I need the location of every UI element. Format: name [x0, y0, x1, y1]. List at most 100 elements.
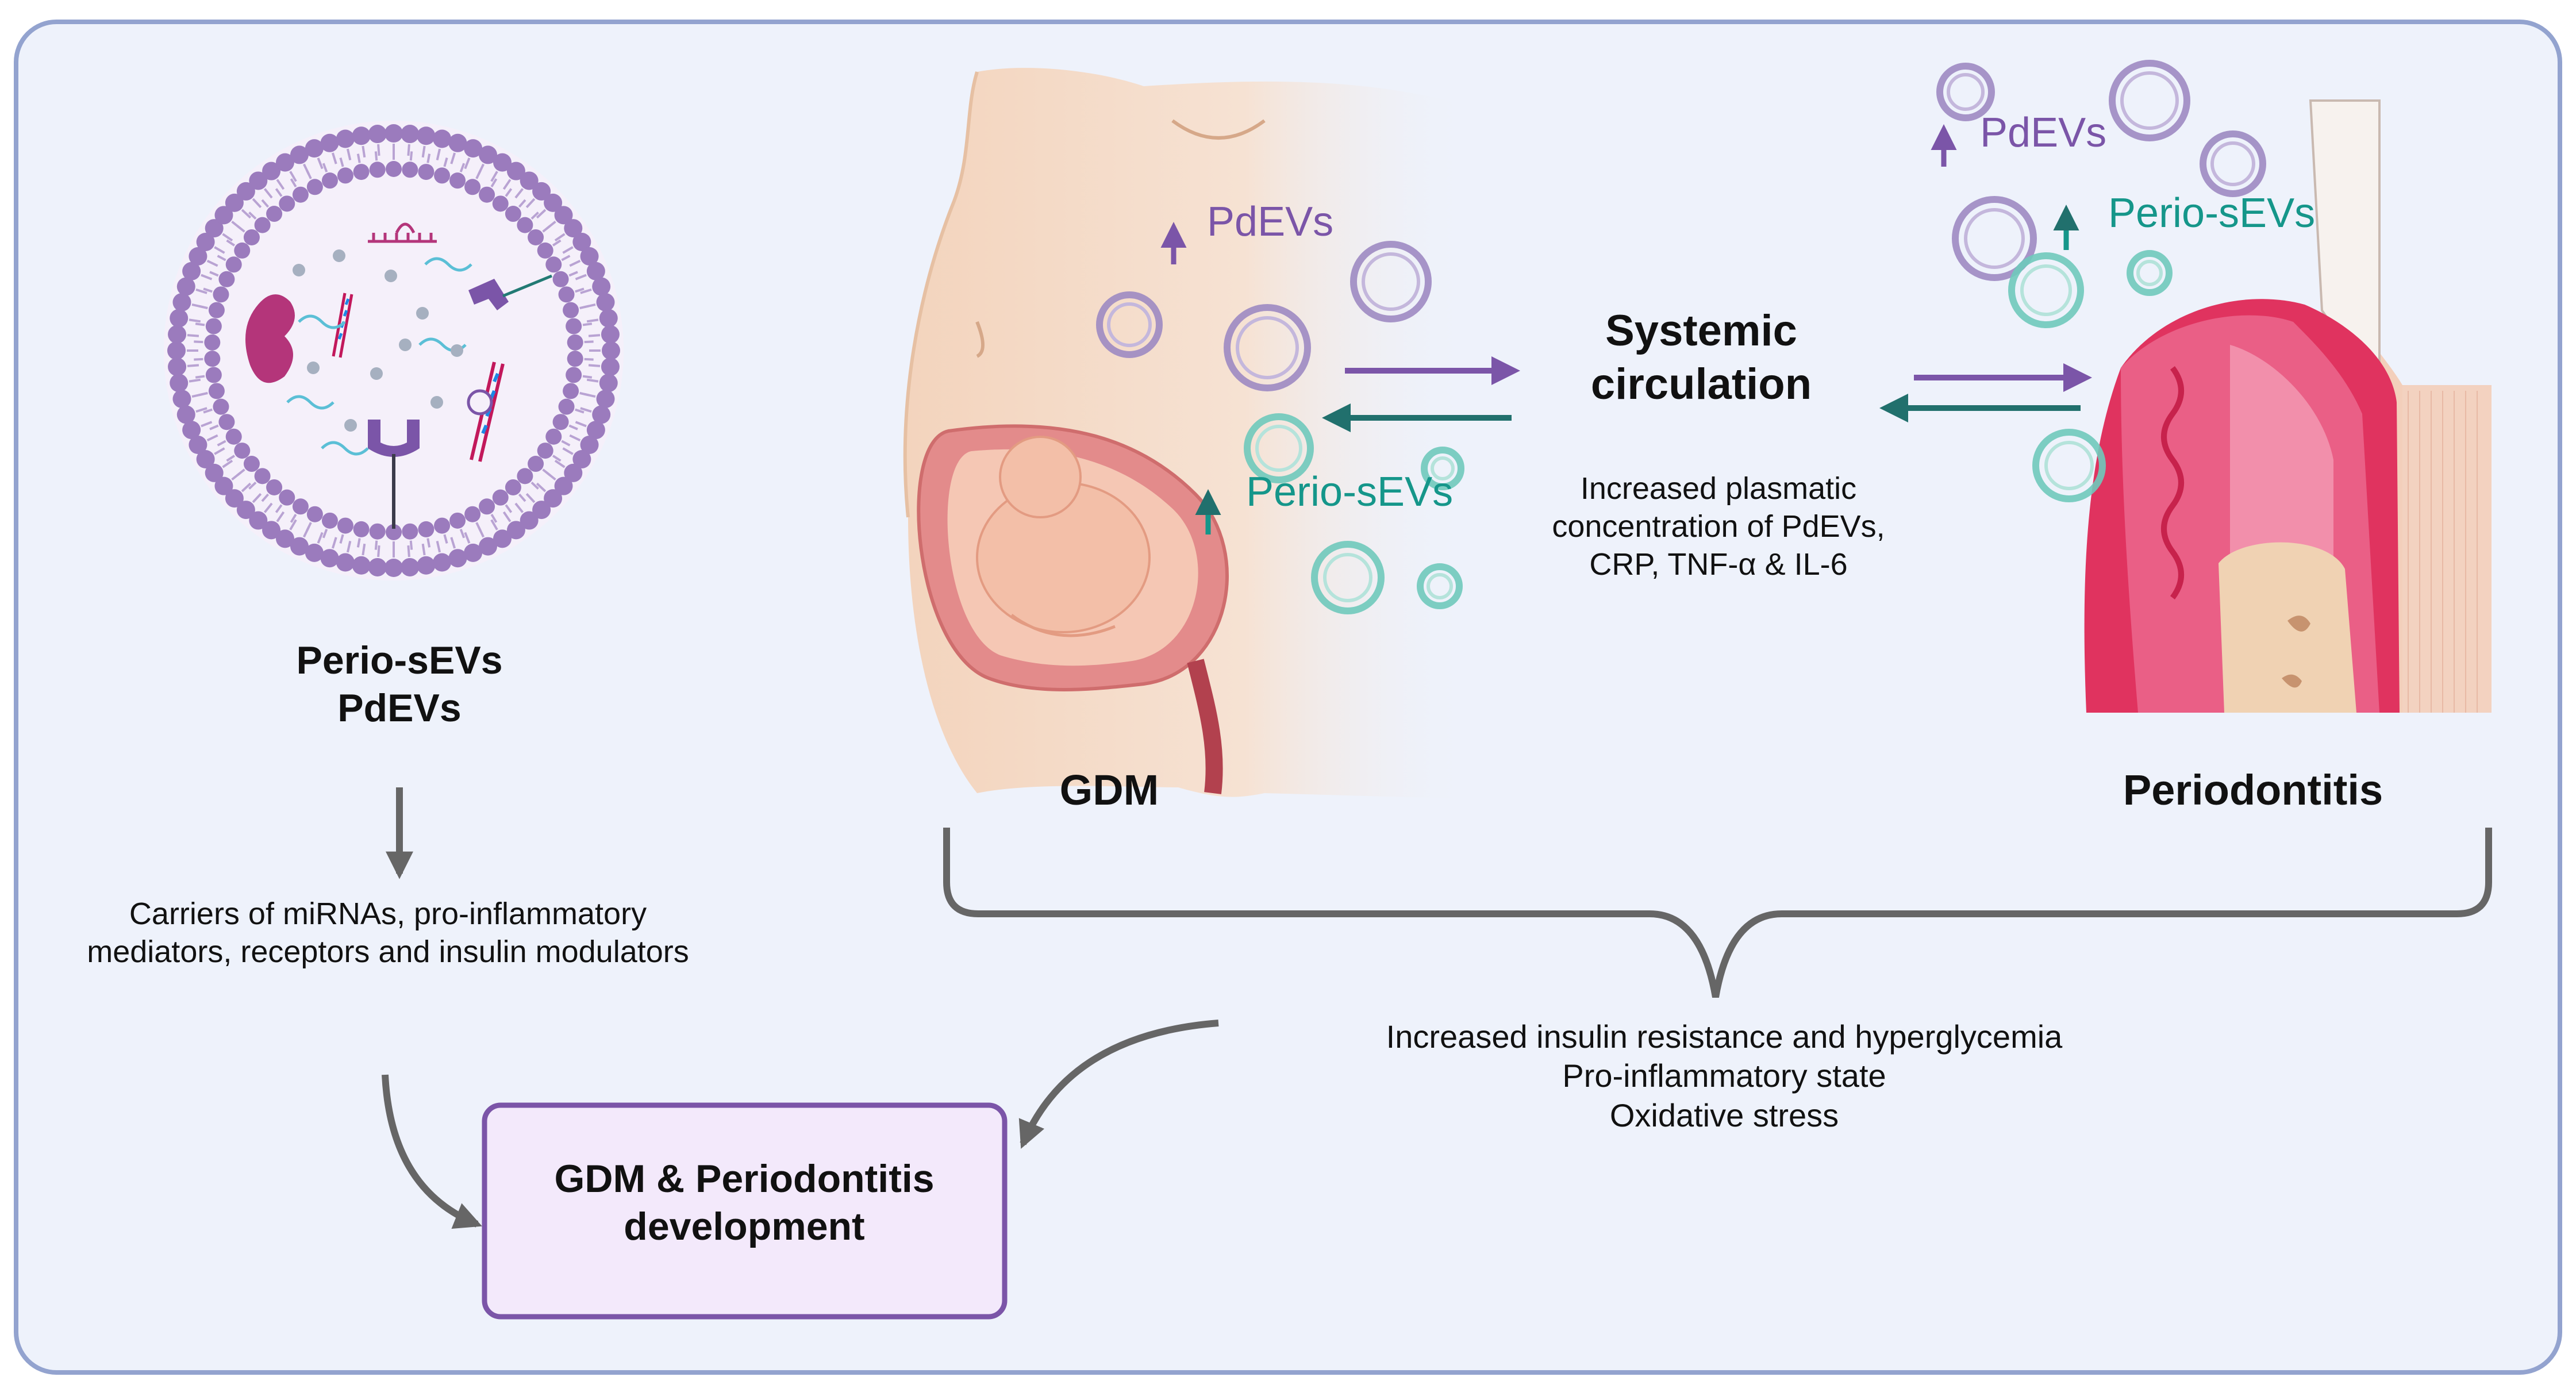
lipid-head-inner: [517, 468, 533, 484]
lipid-tail: [241, 482, 252, 493]
lipid-tail: [530, 212, 539, 220]
lipid-head-outer: [532, 501, 551, 520]
lipid-head-inner: [479, 186, 495, 203]
circulation-description-line1: Increased plasmatic: [1580, 471, 1857, 506]
lipid-head-outer: [352, 126, 371, 145]
lipid-tail: [554, 459, 566, 468]
lipid-tail: [407, 144, 410, 156]
lipid-head-outer: [170, 309, 189, 328]
lipid-head-inner: [337, 517, 353, 534]
lipid-head-outer: [168, 325, 187, 344]
vesicle-label-line2: PdEVs: [337, 686, 462, 730]
lipid-tail: [586, 378, 599, 383]
lipid-tail: [276, 511, 285, 522]
lipid-head-inner: [254, 468, 271, 484]
lipid-head-inner: [545, 256, 562, 273]
vesicle-label-line1: Perio-sEVs: [296, 639, 503, 682]
lipid-head-outer: [506, 521, 525, 540]
lipid-tail: [322, 529, 328, 539]
lipid-head-outer: [368, 125, 387, 144]
lipid-head-outer: [236, 182, 255, 201]
lipid-tail: [579, 305, 589, 310]
lipid-tail: [582, 375, 593, 379]
lipid-head-inner: [449, 172, 466, 189]
lipid-tail: [514, 188, 524, 199]
lipid-tail: [421, 543, 426, 556]
lipid-head-outer: [564, 219, 583, 238]
lipid-tail: [561, 255, 571, 262]
lipid-head-outer: [599, 309, 618, 328]
lipid-head-inner: [563, 383, 579, 399]
lipid-head-inner: [528, 456, 544, 472]
lipid-head-inner: [464, 179, 481, 195]
lipid-tail: [542, 468, 551, 476]
lipid-tail: [459, 529, 466, 539]
lipid-head-inner: [218, 271, 235, 287]
lipid-tail: [568, 271, 578, 277]
lipid-head-inner: [537, 443, 553, 459]
lipid-tail: [290, 178, 297, 188]
lipid-head-inner: [266, 479, 283, 495]
lipid-head-inner: [204, 334, 221, 351]
effect-pro-inflammatory: Pro-inflammatory state: [1562, 1058, 1886, 1094]
lipid-tail: [263, 188, 273, 199]
lipid-head-outer: [236, 501, 255, 520]
lipid-tail: [409, 151, 413, 161]
lipid-head-outer: [544, 489, 563, 508]
lipid-tail: [203, 287, 213, 293]
lipid-tail: [505, 504, 513, 513]
lipid-head-outer: [464, 139, 483, 158]
lipid-tail: [290, 513, 297, 523]
lipid-tail: [317, 532, 324, 544]
lipid-head-inner: [386, 524, 402, 540]
lipid-head-inner: [464, 506, 481, 522]
lipid-tail: [214, 246, 225, 254]
lipid-head-inner: [492, 195, 509, 212]
lipid-tail: [475, 170, 482, 179]
lipid-head-outer: [596, 293, 615, 312]
lipid-head-outer: [214, 476, 233, 495]
lipid-head-outer: [448, 133, 467, 152]
lipid-tail: [356, 153, 361, 163]
lipid-head-inner: [279, 195, 295, 212]
lipid-tail: [275, 504, 283, 513]
lipid-tail: [362, 543, 366, 556]
lipid-head-outer: [276, 529, 294, 548]
lipid-head-inner: [225, 428, 242, 445]
lipid-tail: [222, 459, 233, 468]
lipid-head-outer: [196, 233, 215, 251]
lipid-head-outer: [601, 357, 620, 376]
lipid-tail: [236, 468, 245, 476]
lipid-head-outer: [580, 436, 599, 455]
lipid-head-inner: [337, 167, 353, 184]
lipid-tail: [552, 239, 562, 247]
lipid-head-outer: [167, 341, 186, 360]
lipid-head-outer: [493, 529, 512, 548]
lipid-head-outer: [225, 489, 244, 508]
lipid-head-inner: [492, 489, 509, 506]
lipid-head-inner: [213, 286, 229, 303]
lipid-head-outer: [592, 405, 611, 424]
lipid-tail: [514, 502, 524, 513]
lipid-head-inner: [369, 161, 386, 178]
lipid-head-inner: [545, 428, 562, 445]
lipid-head-outer: [479, 537, 498, 556]
lipid-head-outer: [249, 171, 268, 190]
circulation-title: Systemic circulation: [1506, 305, 1897, 411]
lipid-tail: [252, 493, 262, 503]
lipid-head-outer: [554, 206, 573, 225]
lipid-tail: [554, 233, 566, 242]
lipid-tail: [490, 513, 498, 523]
lipid-tail: [575, 287, 585, 293]
lipid-tail: [317, 157, 324, 170]
lipid-tail: [339, 157, 344, 167]
lipid-tail: [530, 481, 539, 490]
lipid-head-outer: [182, 421, 201, 440]
lipid-head-outer: [352, 556, 371, 575]
lipid-head-outer: [290, 537, 309, 556]
lipid-head-outer: [601, 325, 620, 344]
lipid-tail: [189, 378, 201, 383]
lipid-head-inner: [218, 414, 235, 430]
lipid-tail: [206, 259, 218, 267]
